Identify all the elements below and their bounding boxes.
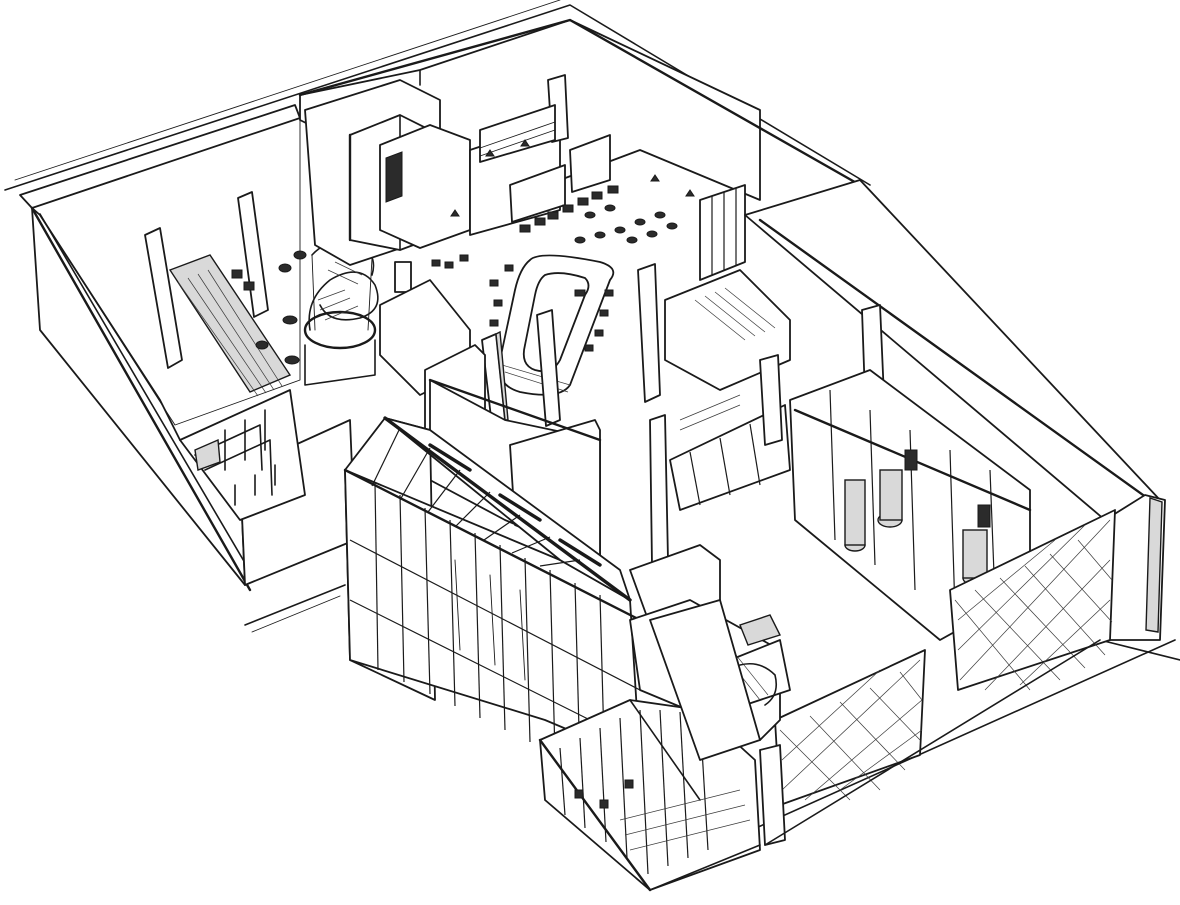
left-wing [19, 104, 379, 592]
roof-rafters [371, 427, 581, 567]
lattice-screen-right [949, 509, 1116, 691]
elevator-tower [304, 79, 471, 293]
lattice-screen-left [774, 649, 926, 806]
restroom-cubicles [179, 389, 306, 521]
central-hall [298, 18, 862, 427]
mezzanine-stair [649, 269, 791, 566]
greenhouse-gallery [343, 416, 642, 779]
lounge-tables [231, 250, 307, 365]
right-wing [649, 179, 1166, 846]
cafe-seating [431, 185, 678, 269]
workroom [629, 544, 791, 761]
track-lights [450, 139, 695, 217]
spiral-staircase [303, 240, 379, 386]
central-walls [379, 279, 602, 561]
lounge-bench [168, 254, 292, 397]
greenhouse-mullions [374, 482, 606, 779]
